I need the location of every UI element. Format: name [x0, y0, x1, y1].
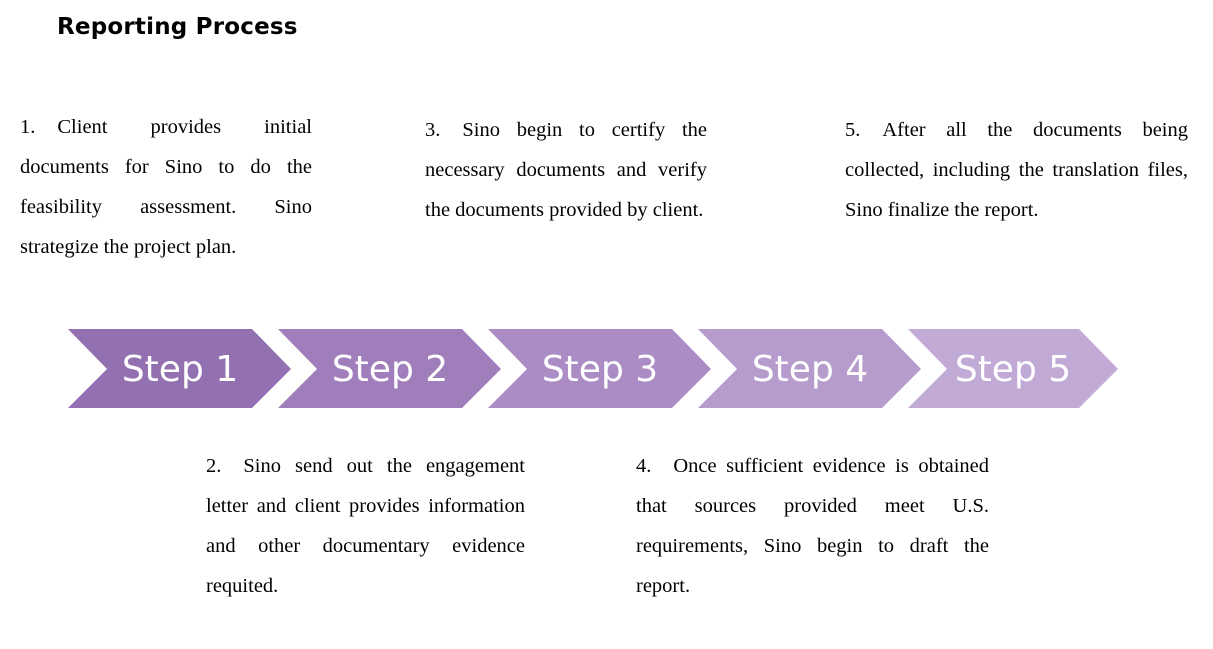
step-body-4: Once sufficient evidence is obtained tha…: [636, 455, 989, 597]
chevron-shape-3[interactable]: [488, 329, 711, 408]
step-body-2: Sino send out the engagement letter and …: [206, 455, 525, 597]
chevron-shape-5[interactable]: [908, 329, 1118, 408]
step-description-2: 2.Sino send out the engagement letter an…: [206, 446, 525, 606]
step-number-3: 3.: [425, 119, 441, 141]
chevron-step-4[interactable]: Step 4: [698, 329, 921, 408]
step-description-5: 5.After all the documents being collecte…: [845, 110, 1188, 230]
step-number-1: 1.: [20, 116, 36, 138]
chevron-shape-1[interactable]: [68, 329, 291, 408]
chevron-step-2[interactable]: Step 2: [278, 329, 501, 408]
step-description-1: 1.Client provides initial documents for …: [20, 107, 312, 267]
chevron-step-5[interactable]: Step 5: [908, 329, 1118, 408]
step-description-4: 4.Once sufficient evidence is obtained t…: [636, 446, 989, 606]
chevron-shape-4[interactable]: [698, 329, 921, 408]
chevron-step-3[interactable]: Step 3: [488, 329, 711, 408]
step-number-5: 5.: [845, 119, 861, 141]
step-body-1: Client provides initial documents for Si…: [20, 116, 312, 258]
chevron-step-1[interactable]: Step 1: [68, 329, 291, 408]
step-body-5: After all the documents being collected,…: [845, 119, 1188, 221]
chevron-shape-2[interactable]: [278, 329, 501, 408]
page-title: Reporting Process: [57, 14, 298, 40]
step-number-4: 4.: [636, 455, 652, 477]
step-number-2: 2.: [206, 455, 222, 477]
step-body-3: Sino begin to certify the necessary docu…: [425, 119, 707, 221]
step-description-3: 3.Sino begin to certify the necessary do…: [425, 110, 707, 230]
